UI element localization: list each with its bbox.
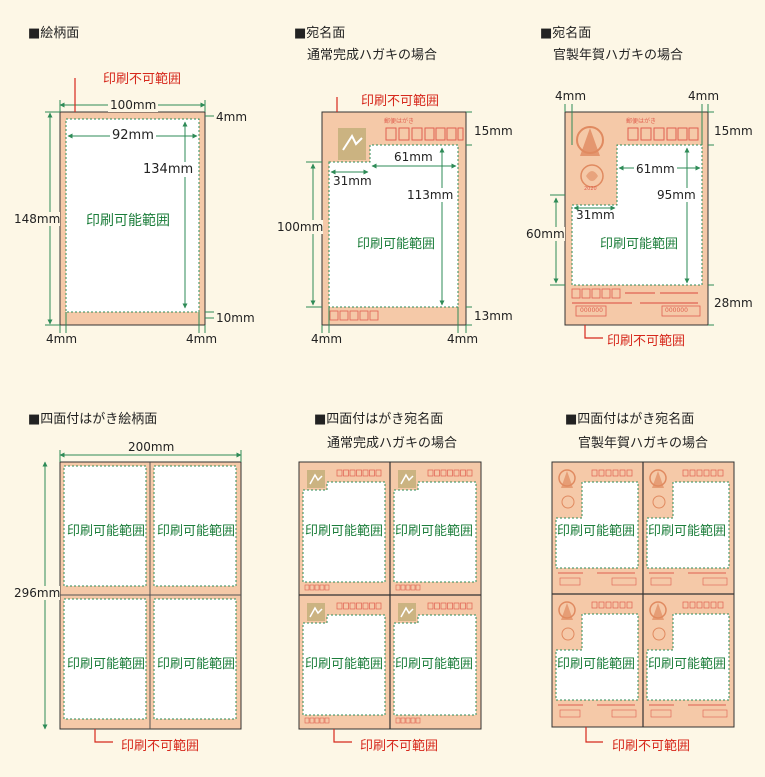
dim-width-92: 92mm — [110, 128, 156, 143]
dim-height-60-nenga: 60mm — [526, 227, 565, 241]
mini-postcard-normal-3 — [302, 602, 386, 724]
printable-label-four-nenga-3: 印刷可能範囲 — [557, 657, 636, 672]
non-printable-label-four-picture: 印刷不可範囲 — [121, 739, 200, 754]
dim-height-95-nenga: 95mm — [657, 188, 696, 202]
section-title-picture: ■絵柄面 — [28, 26, 80, 41]
dim-margin-bottom-28-nenga: 28mm — [714, 296, 753, 310]
printable-label-four-nenga-4: 印刷可能範囲 — [648, 657, 727, 672]
dim-margin-top-4: 4mm — [216, 110, 248, 124]
four-picture-sheet — [59, 461, 242, 730]
section-title-address-normal: ■宛名面 — [294, 26, 346, 41]
printable-label-four-nenga-1: 印刷可能範囲 — [557, 524, 636, 539]
printable-label-four-normal-1: 印刷可能範囲 — [305, 524, 384, 539]
printable-label-four-normal-3: 印刷可能範囲 — [305, 657, 384, 672]
section-subtitle-address-normal: 通常完成ハガキの場合 — [307, 48, 438, 63]
printable-label-four-normal-4: 印刷可能範囲 — [395, 657, 474, 672]
section-title-four-picture: ■四面付はがき絵柄面 — [28, 412, 158, 427]
printable-label-four-2: 印刷可能範囲 — [157, 524, 236, 539]
dim-width-100: 100mm — [108, 98, 159, 112]
dim-height-148: 148mm — [14, 212, 61, 226]
dim-width-31-normal: 31mm — [333, 174, 372, 188]
dim-margin-top-15-normal: 15mm — [474, 124, 513, 138]
dim-height-113-normal: 113mm — [407, 188, 454, 202]
section-title-address-nenga: ■宛名面 — [540, 26, 592, 41]
mini-postcard-nenga-4 — [646, 601, 730, 718]
printable-label-four-4: 印刷可能範囲 — [157, 657, 236, 672]
dim-width-31-nenga: 31mm — [576, 208, 615, 222]
dim-margin-right-4: 4mm — [186, 332, 218, 346]
mini-postcard-normal-4 — [393, 602, 477, 724]
four-address-nenga-cells — [555, 469, 730, 718]
printable-label-four-3: 印刷可能範囲 — [67, 657, 146, 672]
address-normal-dimension-lines — [306, 111, 472, 333]
picture-card — [59, 111, 206, 326]
four-address-nenga-non-printable-leader — [585, 727, 603, 743]
dim-margin-right-top-4-nenga: 4mm — [688, 89, 720, 103]
mini-postcard-normal-1 — [302, 469, 386, 591]
postcard-header-nenga: 郵便はがき — [626, 118, 657, 125]
dim-height-100-normal: 100mm — [277, 220, 324, 234]
address-normal-card — [321, 111, 467, 326]
non-printable-label-four-address-normal: 印刷不可範囲 — [360, 739, 439, 754]
nenga-zip-left: 000000 — [580, 307, 603, 314]
dim-width-61-normal: 61mm — [392, 150, 435, 164]
mini-postcard-nenga-1 — [555, 469, 639, 586]
printable-label-four-nenga-2: 印刷可能範囲 — [648, 524, 727, 539]
section-subtitle-four-address-normal: 通常完成ハガキの場合 — [327, 436, 458, 451]
dim-margin-bottom-10: 10mm — [216, 311, 255, 325]
printable-label-four-normal-2: 印刷可能範囲 — [395, 524, 474, 539]
printable-label-address-nenga: 印刷可能範囲 — [600, 237, 679, 252]
section-title-four-address-normal: ■四面付はがき宛名面 — [314, 412, 444, 427]
nenga-year-mark: 2020 — [584, 186, 597, 192]
dim-height-296: 296mm — [14, 586, 61, 600]
dim-margin-left-top-4-nenga: 4mm — [555, 89, 587, 103]
dim-width-200: 200mm — [126, 440, 177, 454]
postcard-header-normal: 郵便はがき — [384, 118, 415, 125]
address-nenga-non-printable-leader — [584, 325, 603, 339]
non-printable-label-address-nenga: 印刷不可範囲 — [607, 334, 686, 349]
printable-label-four-1: 印刷可能範囲 — [67, 524, 146, 539]
printable-label-picture: 印刷可能範囲 — [86, 213, 170, 229]
four-address-normal-non-printable-leader — [333, 729, 352, 743]
non-printable-label-four-address-nenga: 印刷不可範囲 — [612, 739, 691, 754]
dim-margin-left-4: 4mm — [46, 332, 78, 346]
dim-margin-left-4-normal: 4mm — [311, 332, 343, 346]
non-printable-label-picture: 印刷不可範囲 — [103, 72, 182, 87]
non-printable-label-address-normal: 印刷不可範囲 — [361, 94, 440, 109]
dim-width-61-nenga: 61mm — [634, 162, 677, 176]
mini-postcard-nenga-3 — [555, 601, 639, 718]
four-picture-non-printable-leader — [94, 729, 113, 743]
printable-label-address-normal: 印刷可能範囲 — [357, 237, 436, 252]
nenga-zip-right: 000000 — [665, 307, 688, 314]
mini-postcard-nenga-2 — [646, 469, 730, 586]
section-title-four-address-nenga: ■四面付はがき宛名面 — [565, 412, 695, 427]
section-subtitle-four-address-nenga: 官製年賀ハガキの場合 — [578, 436, 709, 451]
dim-margin-right-4-normal: 4mm — [447, 332, 479, 346]
address-nenga-card — [564, 111, 709, 326]
dim-height-134: 134mm — [143, 162, 194, 177]
mini-postcard-normal-2 — [393, 469, 477, 591]
section-subtitle-address-nenga: 官製年賀ハガキの場合 — [553, 48, 684, 63]
four-address-normal-cells — [302, 469, 477, 724]
dim-margin-bottom-13-normal: 13mm — [474, 309, 513, 323]
dim-margin-top-15-nenga: 15mm — [714, 124, 753, 138]
